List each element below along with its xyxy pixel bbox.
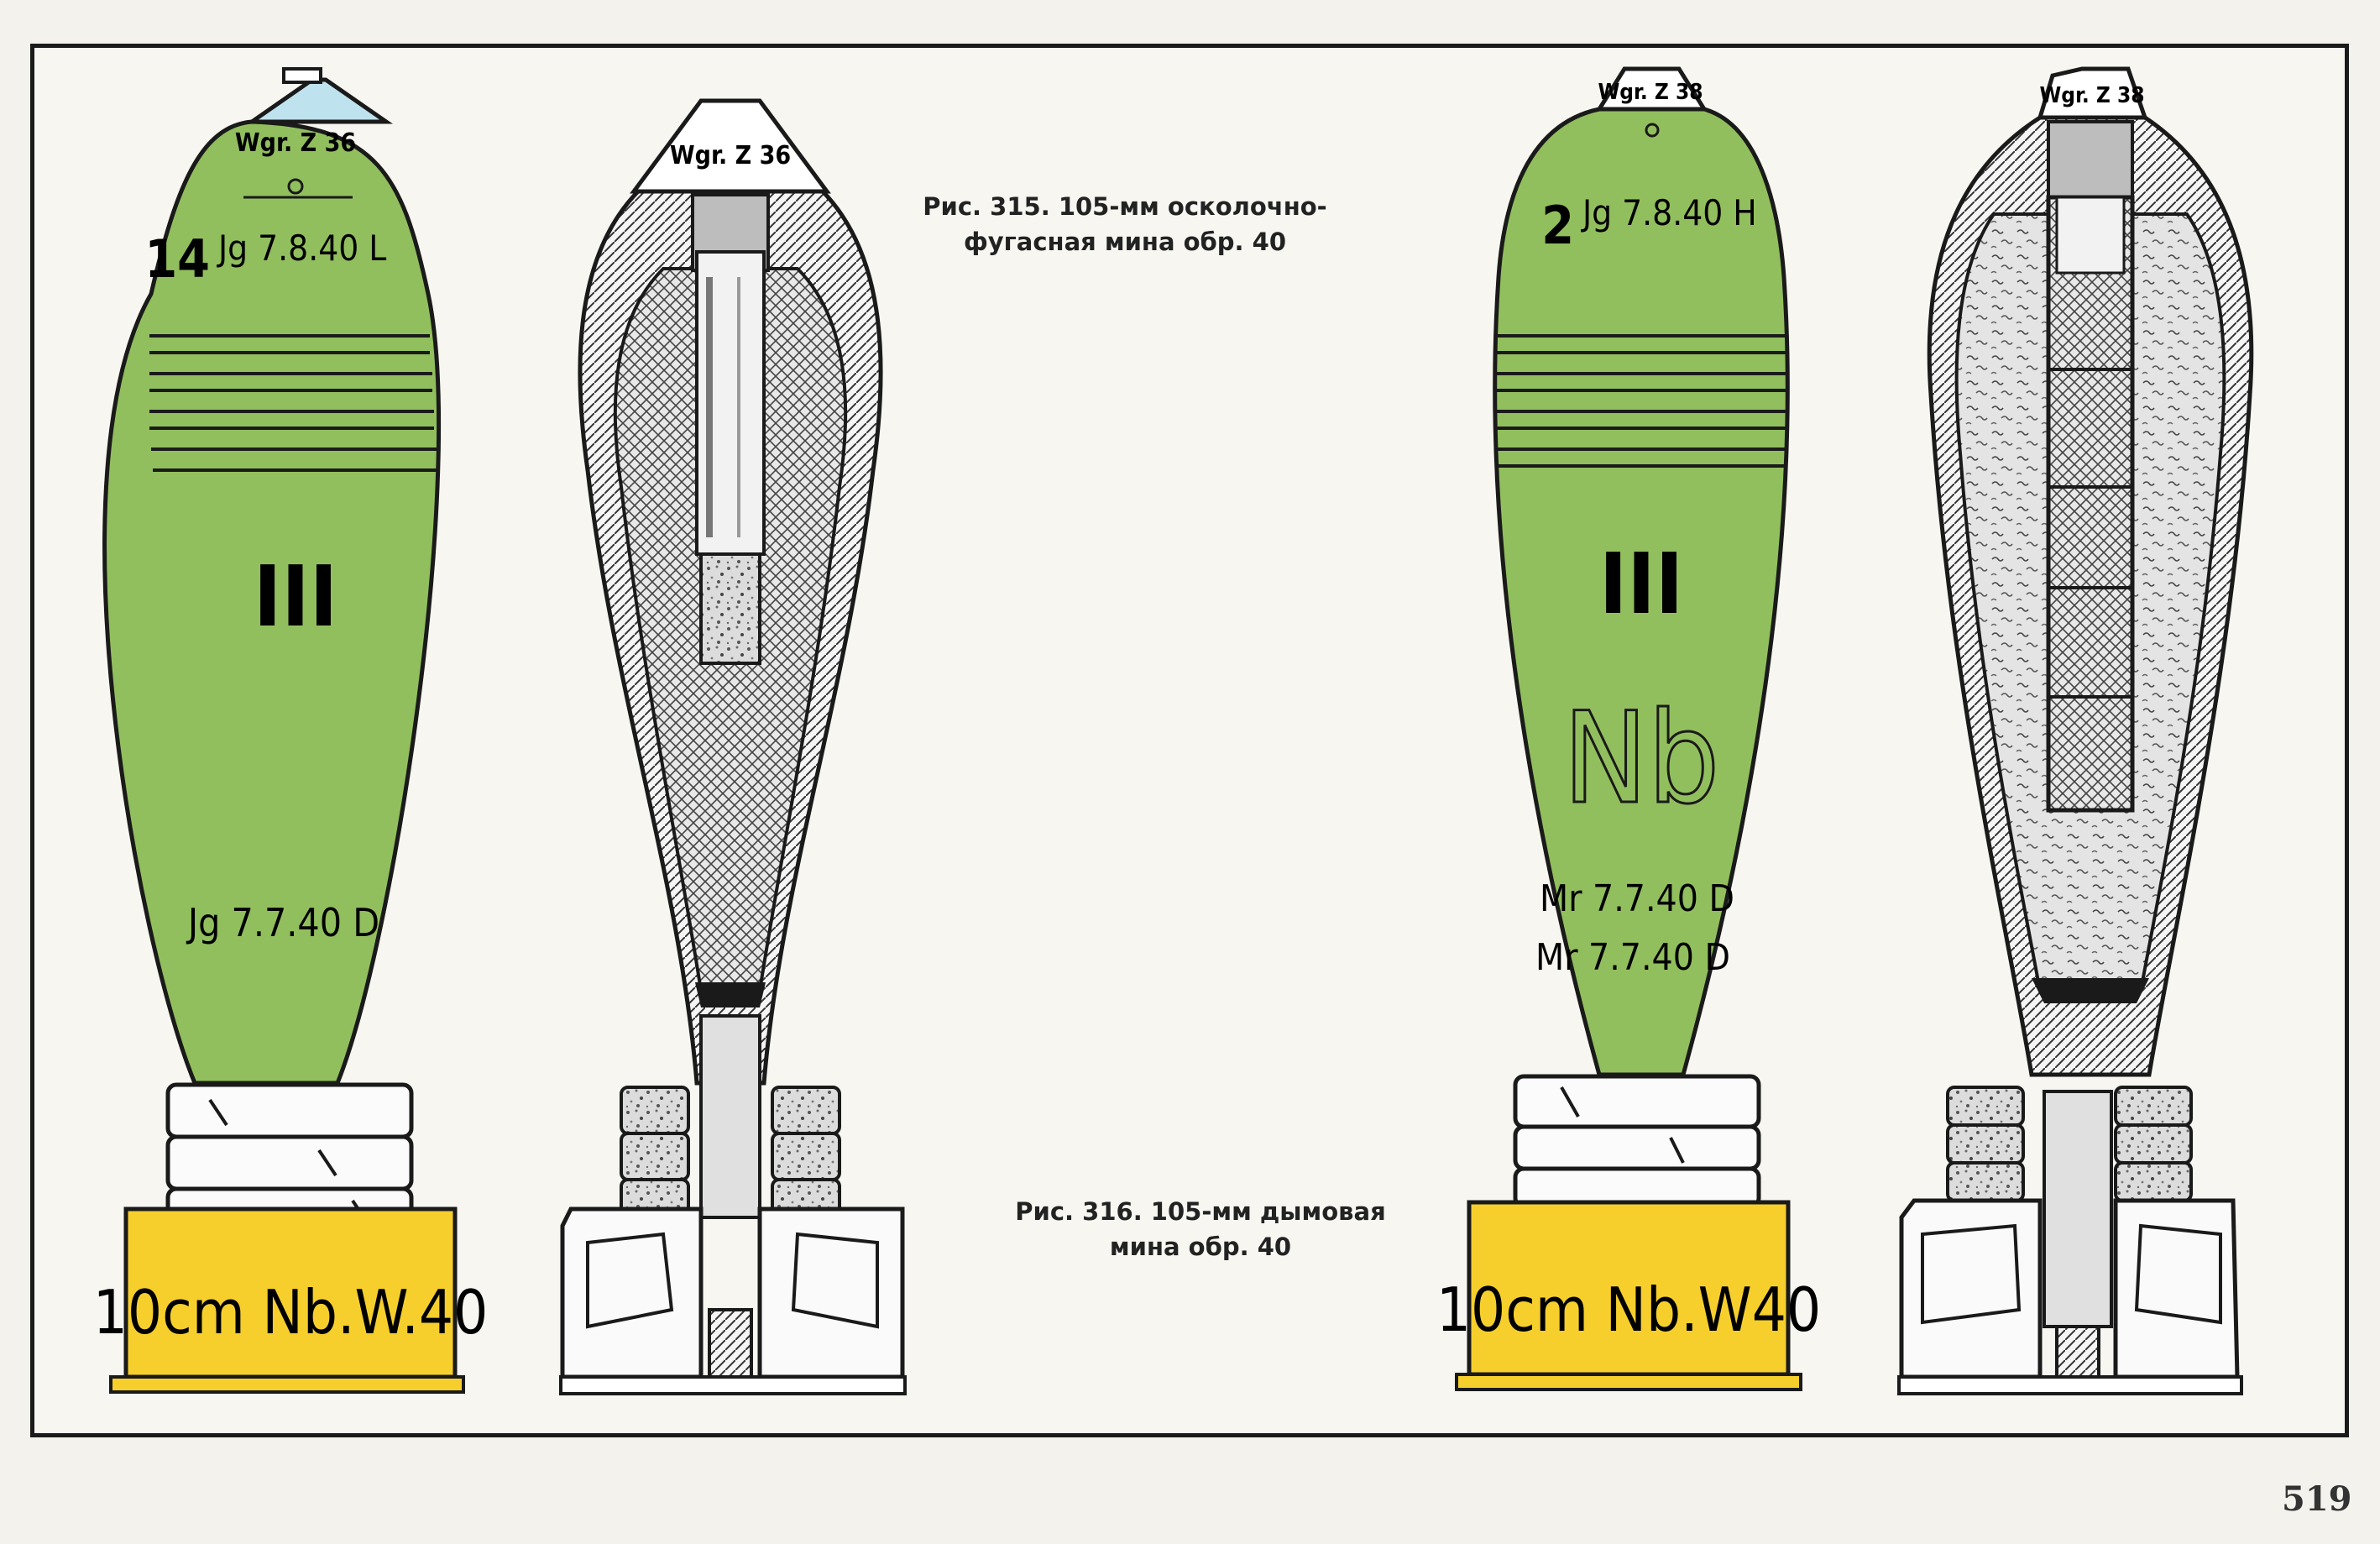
marking-top: Jg 7.8.40 L	[217, 228, 386, 269]
marking-bottom: Jg 7.7.40 D	[186, 900, 379, 945]
ignition-cartridge	[2043, 1090, 2113, 1328]
ignition-cartridge	[699, 1014, 761, 1219]
mine-316-section: Wgr. Z 38	[1897, 66, 2254, 1395]
booster-charge	[699, 552, 761, 665]
figure-316-caption-line2: мина обр. 40	[1109, 1233, 1292, 1261]
obturating-bands	[149, 334, 437, 472]
burster-tube	[2046, 195, 2135, 813]
fuze-tip	[282, 67, 322, 84]
figure-316-caption: Рис. 316. 105-мм дымовая мина обр. 40	[982, 1194, 1419, 1264]
tail-fin-base	[123, 1206, 458, 1379]
tail-fin-base	[1467, 1200, 1791, 1377]
lot-number: 14	[144, 228, 210, 290]
figure-315-caption: Рис. 315. 105-мм осколочно- фугасная мин…	[907, 189, 1343, 259]
mine-315-exterior: Wgr. Z 36 14 Jg 7.8.40 L III Jg 7.7.40 D…	[93, 67, 489, 1394]
marking-top: Jg 7.8.40 H	[1581, 192, 1757, 233]
base-label: 10cm Nb.W40	[1436, 1274, 1821, 1345]
weight-class: III	[254, 547, 337, 646]
fuze-label-section: Wgr. Z 38	[2039, 83, 2144, 108]
figure-316-caption-line1: Рис. 316. 105-мм дымовая	[1015, 1197, 1386, 1226]
fill-mark: Nb	[1563, 686, 1720, 832]
marking-bottom-2: Mr 7.7.40 D	[1535, 936, 1730, 979]
fuze-label: Wgr. Z 36	[235, 128, 356, 158]
propellant-rings-section	[1946, 1086, 2193, 1202]
base-label: 10cm Nb.W.40	[93, 1277, 489, 1348]
fuze-label-section: Wgr. Z 36	[670, 141, 791, 170]
fuze-label: Wgr. Z 38	[1598, 80, 1703, 105]
marking-bottom-1: Mr 7.7.40 D	[1540, 877, 1734, 920]
obturating-bands	[1496, 334, 1786, 468]
weight-class: III	[1599, 535, 1683, 633]
fuze-body	[2047, 120, 2134, 199]
mine-315-section: Wgr. Z 36	[559, 98, 907, 1395]
page-number: 519	[2282, 1479, 2352, 1519]
propellant-charges	[1513, 1074, 1761, 1209]
fuze-nose	[245, 77, 393, 124]
figure-315-caption-line2: фугасная мина обр. 40	[963, 228, 1287, 256]
mine-316-exterior: Wgr. Z 38 2 Jg 7.8.40 H III Nb Mr 7.7.40…	[1436, 66, 1821, 1391]
figure-315-caption-line1: Рис. 315. 105-мм осколочно-	[923, 192, 1327, 221]
lot-number: 2	[1541, 195, 1574, 256]
